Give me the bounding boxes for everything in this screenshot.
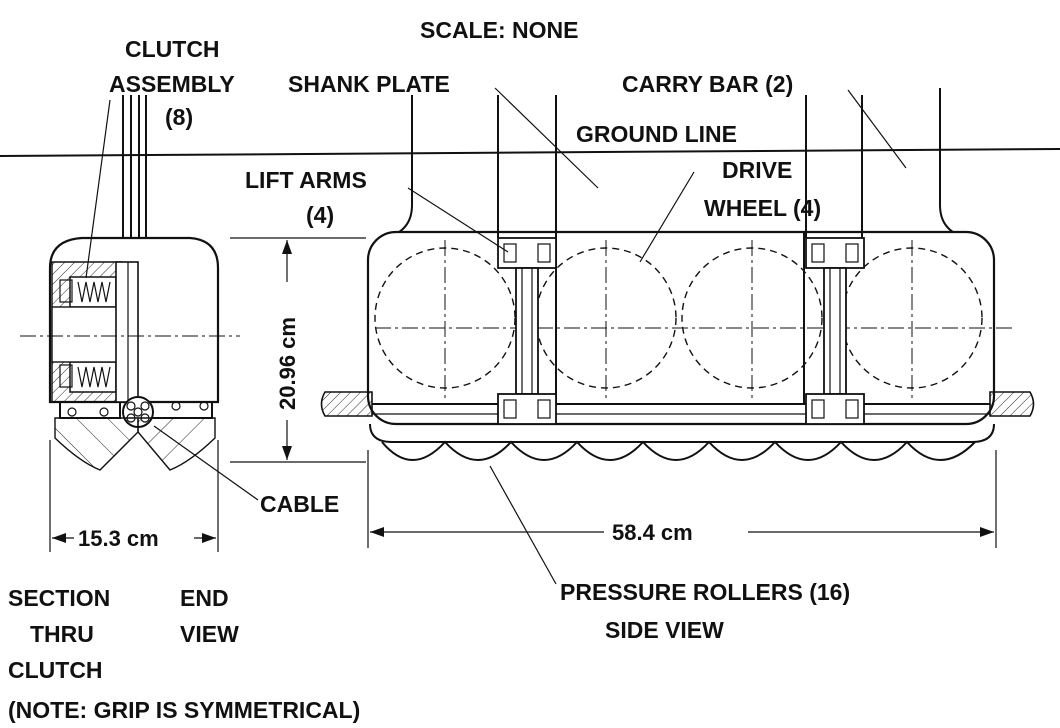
ground-line: [0, 148, 1060, 157]
section-label-1: SECTION: [8, 585, 110, 611]
height-dimension-label: 20.96 cm: [275, 317, 300, 410]
length-dimension-label: 58.4 cm: [612, 520, 693, 545]
side-view: [320, 88, 1035, 461]
lift-arm-right: [805, 237, 865, 425]
pressure-rollers: [381, 440, 976, 461]
carry-bar-label: CARRY BAR (2): [622, 71, 793, 97]
lift-arms-label-1: LIFT ARMS: [245, 167, 367, 193]
side-view-label: SIDE VIEW: [605, 617, 724, 643]
lift-arm-left: [497, 237, 557, 425]
cable-label: CABLE: [260, 491, 339, 517]
end-view-section: [20, 95, 240, 471]
end-view-label-1: END: [180, 585, 229, 611]
drive-wheel-label-1: DRIVE: [722, 157, 792, 183]
end-view-label-2: VIEW: [180, 621, 239, 647]
width-dimension-label: 15.3 cm: [78, 526, 159, 551]
ground-line-label: GROUND LINE: [576, 121, 737, 147]
pressure-rollers-label: PRESSURE ROLLERS (16): [560, 579, 850, 605]
dimension-length: [367, 450, 997, 548]
clutch-label-3: (8): [165, 104, 193, 130]
clutch-label-2: ASSEMBLY: [109, 71, 235, 97]
note-label: (NOTE: GRIP IS SYMMETRICAL): [8, 697, 360, 723]
dimension-height: [230, 237, 366, 463]
drive-wheel-label-2: WHEEL (4): [704, 195, 821, 221]
clutch-label-1: CLUTCH: [125, 36, 220, 62]
dimension-width: [49, 440, 219, 552]
scale-label: SCALE: NONE: [420, 17, 578, 43]
leader-lines: [85, 87, 907, 585]
lift-arms-label-2: (4): [306, 202, 334, 228]
section-label-2: THRU: [30, 621, 94, 647]
section-label-3: CLUTCH: [8, 657, 103, 683]
cable-left-end: [320, 391, 373, 417]
shank-plate-label: SHANK PLATE: [288, 71, 450, 97]
cable-right-end: [989, 391, 1035, 417]
